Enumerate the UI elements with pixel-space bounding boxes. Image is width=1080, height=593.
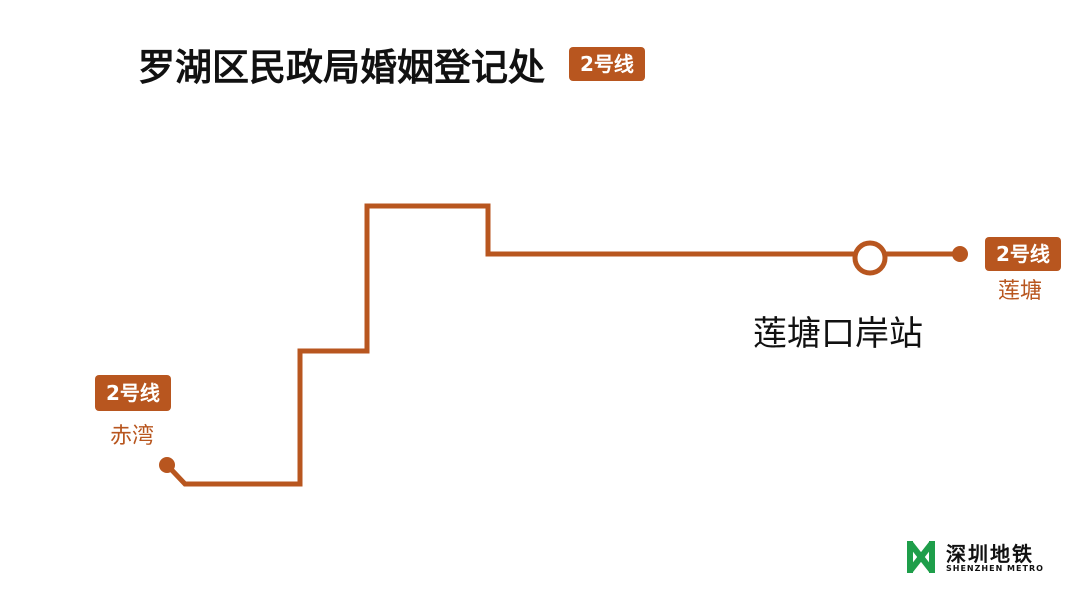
route-line: [165, 203, 960, 487]
station-name: 莲塘口岸站: [753, 314, 923, 354]
start-terminal-badge: 2号线: [95, 375, 171, 411]
logo-name: 深圳地铁: [946, 542, 1034, 566]
shenzhen-metro-logo-icon: [907, 541, 935, 573]
station-marker: [852, 240, 888, 276]
start-terminal-dot: [159, 457, 175, 473]
shenzhen-metro-logo: 深圳地铁 SHENZHEN METRO: [904, 537, 1054, 579]
end-terminal-badge: 2号线: [985, 237, 1061, 271]
end-terminal-name: 莲塘: [998, 279, 1043, 304]
end-terminal-dot: [952, 246, 968, 262]
page-title: 罗湖区民政局婚姻登记处: [138, 46, 545, 89]
start-terminal-name: 赤湾: [110, 424, 155, 449]
logo-subtitle: SHENZHEN METRO: [946, 564, 1044, 573]
title-line-badge: 2号线: [569, 47, 645, 81]
